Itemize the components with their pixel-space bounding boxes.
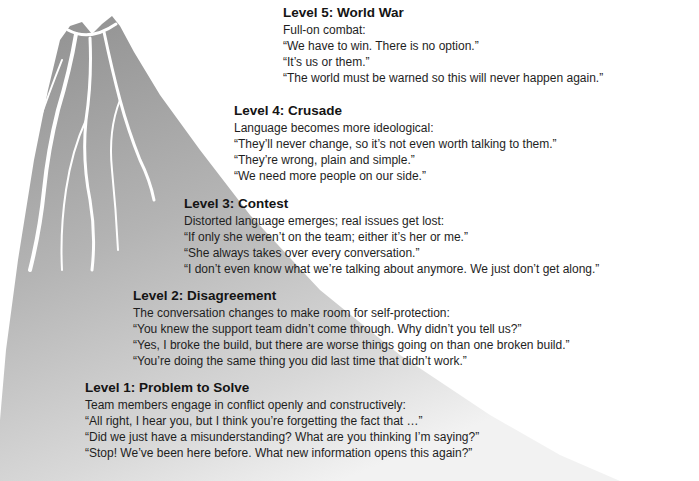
level-heading: Level 1: Problem to Solve — [85, 380, 249, 396]
quote-text: “She always takes over every conversatio… — [184, 246, 419, 261]
lava-streak — [22, 60, 62, 200]
quote-text: “It’s us or them.” — [283, 55, 369, 70]
mountain-body — [0, 16, 620, 481]
level-description: The conversation changes to make room fo… — [133, 306, 450, 321]
quote-text: “They’re wrong, plain and simple.” — [234, 153, 415, 168]
quote-text: “You knew the support team didn’t come t… — [133, 322, 521, 337]
quote-text: “We have to win. There is no option.” — [283, 39, 479, 54]
quote-text: “Yes, I broke the build, but there are w… — [133, 338, 570, 353]
lava-streak — [85, 38, 94, 270]
level-heading: Level 2: Disagreement — [133, 288, 276, 304]
quote-text: “The world must be warned so this will n… — [283, 71, 603, 86]
level-heading: Level 4: Crusade — [234, 103, 342, 119]
level-description: Language becomes more ideological: — [234, 121, 433, 136]
quote-text: “If only she weren’t on the team; either… — [184, 230, 468, 245]
quote-text: “All right, I hear you, but I think you’… — [85, 414, 423, 429]
level-description: Distorted language emerges; real issues … — [184, 214, 444, 229]
lava-streak — [62, 120, 87, 270]
level-heading: Level 3: Contest — [184, 196, 288, 212]
lava-streak — [111, 100, 120, 250]
level-description: Team members engage in conflict openly a… — [85, 398, 406, 413]
quote-text: “Did we just have a misunderstanding? Wh… — [85, 430, 479, 445]
level-heading: Level 5: World War — [283, 5, 404, 21]
lava-streak — [30, 34, 76, 270]
level-description: Full-on combat: — [283, 23, 366, 38]
lava-streaks — [22, 32, 154, 270]
quote-text: “They’ll never change, so it’s not even … — [234, 137, 557, 152]
quote-text: “Stop! We’ve been here before. What new … — [85, 446, 472, 461]
quote-text: “We need more people on our side.” — [234, 169, 426, 184]
quote-text: “You’re doing the same thing you did las… — [133, 354, 467, 369]
quote-text: “I don’t even know what we’re talking ab… — [184, 262, 599, 277]
